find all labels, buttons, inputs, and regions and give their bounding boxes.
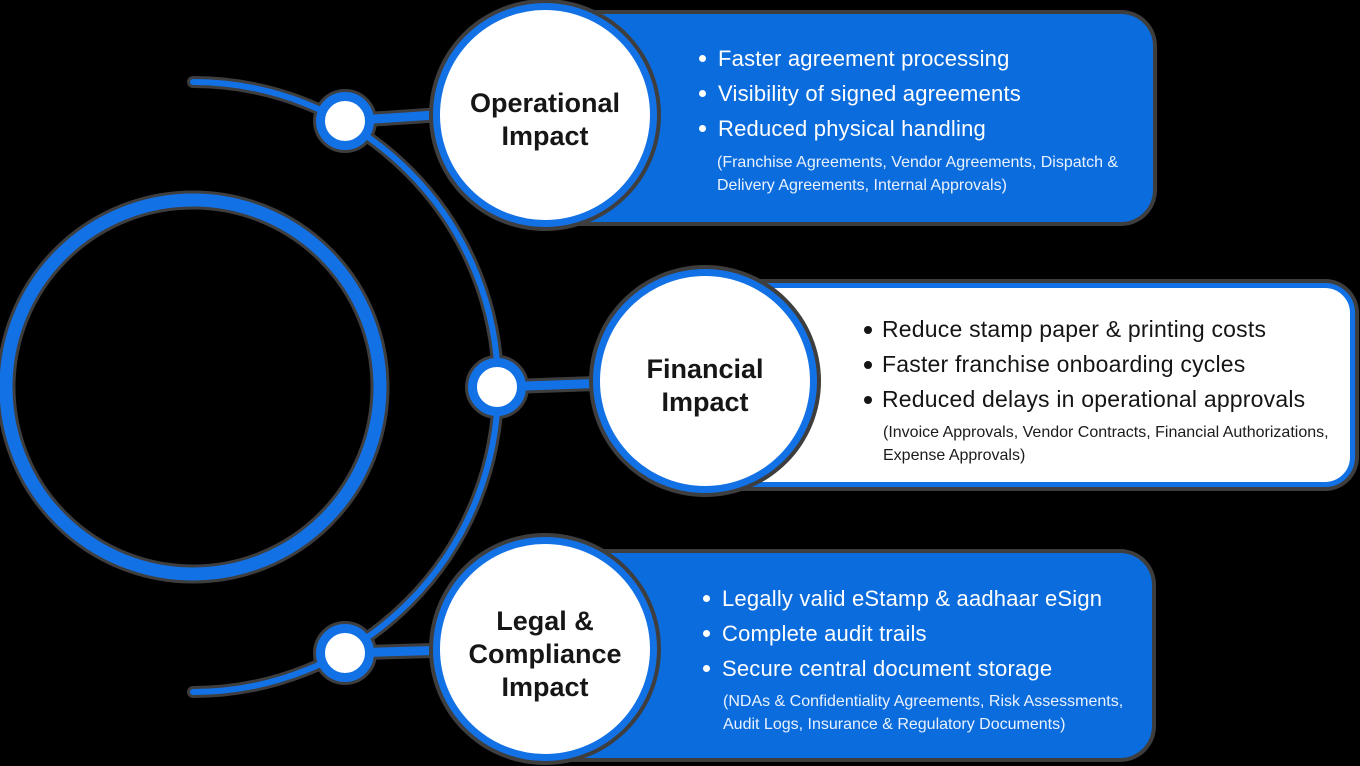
list-item: Reduce stamp paper & printing costs: [864, 312, 1305, 347]
financial-impact-title: Financial Impact: [646, 354, 764, 417]
bullet-text: Secure central document storage: [722, 655, 1053, 681]
operational-note: (Franchise Agreements, Vendor Agreements…: [717, 151, 1118, 197]
note-line: Audit Logs, Insurance & Regulatory Docum…: [723, 716, 1066, 733]
financial-impact-circle: Financial Impact: [593, 269, 817, 493]
bullet-dot-icon: [864, 360, 872, 369]
list-item: Complete audit trails: [703, 616, 1102, 651]
note-line: (NDAs & Confidentiality Agreements, Risk…: [723, 693, 1124, 710]
bullet-dot-icon: [703, 665, 710, 672]
list-item: Faster franchise onboarding cycles: [864, 347, 1305, 382]
bullet-text: Reduced delays in operational approvals: [882, 386, 1306, 412]
operational-impact-circle: Operational Impact: [433, 3, 657, 227]
list-item: Reduced physical handling: [699, 111, 1021, 146]
big-circle: [0, 193, 387, 581]
node-middle: [468, 358, 526, 416]
note-line: (Invoice Approvals, Vendor Contracts, Fi…: [883, 424, 1329, 441]
list-item: Visibility of signed agreements: [699, 76, 1021, 111]
node-top: [316, 92, 374, 150]
list-item: Secure central document storage: [703, 651, 1102, 686]
bullet-dot-icon: [699, 90, 706, 97]
legal-compliance-impact-circle: Legal & Compliance Impact: [433, 537, 657, 761]
list-item: Reduced delays in operational approvals: [864, 382, 1305, 417]
bullet-dot-icon: [699, 125, 706, 132]
bullet-dot-icon: [703, 630, 710, 637]
bullet-text: Faster agreement processing: [718, 45, 1010, 71]
legal-compliance-impact-title: Legal & Compliance Impact: [468, 605, 622, 702]
operational-bullet-list: Faster agreement processing Visibility o…: [699, 41, 1021, 146]
financial-note: (Invoice Approvals, Vendor Contracts, Fi…: [883, 421, 1329, 467]
bullet-dot-icon: [864, 325, 872, 334]
bullet-dot-icon: [864, 395, 872, 404]
note-line: (Franchise Agreements, Vendor Agreements…: [717, 154, 1119, 171]
bullet-text: Visibility of signed agreements: [718, 80, 1021, 106]
legal-note: (NDAs & Confidentiality Agreements, Risk…: [723, 690, 1123, 736]
note-line: Delivery Agreements, Internal Approvals): [717, 177, 1007, 194]
bullet-text: Reduce stamp paper & printing costs: [882, 316, 1267, 342]
bullet-text: Legally valid eStamp & aadhaar eSign: [722, 585, 1103, 611]
bullet-dot-icon: [699, 55, 706, 62]
bullet-text: Reduced physical handling: [718, 115, 986, 141]
node-bottom: [316, 624, 374, 682]
bullet-dot-icon: [703, 595, 710, 602]
financial-bullet-list: Reduce stamp paper & printing costs Fast…: [864, 312, 1305, 417]
legal-bullet-list: Legally valid eStamp & aadhaar eSign Com…: [703, 581, 1102, 686]
note-line: Expense Approvals): [883, 447, 1026, 464]
bullet-text: Faster franchise onboarding cycles: [882, 351, 1246, 377]
operational-impact-title: Operational Impact: [469, 88, 621, 151]
bullet-text: Complete audit trails: [722, 620, 927, 646]
list-item: Legally valid eStamp & aadhaar eSign: [703, 581, 1102, 616]
list-item: Faster agreement processing: [699, 41, 1021, 76]
